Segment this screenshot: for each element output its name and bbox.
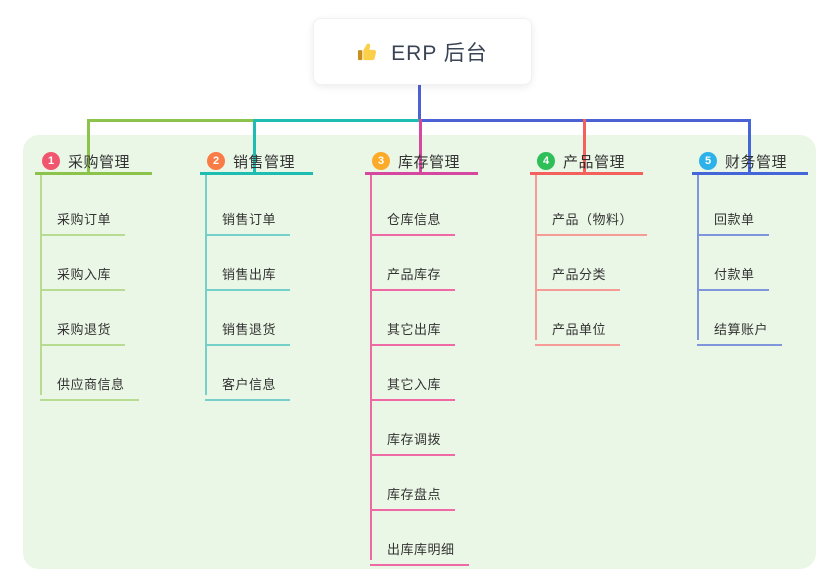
child-label: 销售退货: [222, 322, 277, 337]
child-label: 客户信息: [222, 377, 277, 392]
branch-descender: [697, 175, 699, 340]
branch-underline: [692, 172, 808, 175]
child-item[interactable]: 其它出库: [370, 313, 456, 346]
child-label: 产品（物料）: [552, 212, 634, 227]
branch-header[interactable]: 5 财务管理: [699, 150, 787, 172]
child-item[interactable]: 产品单位: [535, 313, 621, 346]
child-label: 仓库信息: [387, 212, 442, 227]
child-label: 销售出库: [222, 267, 277, 282]
child-label: 其它出库: [387, 322, 442, 337]
root-node[interactable]: ERP 后台: [313, 18, 532, 85]
child-label: 采购入库: [57, 267, 112, 282]
bus-segment: [87, 119, 256, 122]
child-item[interactable]: 仓库信息: [370, 203, 456, 236]
root-connector: [418, 83, 421, 122]
branch-drop: [748, 119, 751, 174]
branch-number-badge: 4: [537, 152, 555, 170]
child-item[interactable]: 产品库存: [370, 258, 456, 291]
branch-number-badge: 1: [42, 152, 60, 170]
child-item[interactable]: 回款单: [697, 203, 769, 236]
canvas-panel: [23, 135, 816, 569]
child-item[interactable]: 销售订单: [205, 203, 291, 236]
child-label: 其它入库: [387, 377, 442, 392]
child-item[interactable]: 采购订单: [40, 203, 126, 236]
child-item[interactable]: 采购入库: [40, 258, 126, 291]
branch-header[interactable]: 4 产品管理: [537, 150, 625, 172]
child-item[interactable]: 库存调拨: [370, 423, 456, 456]
branch-number-badge: 3: [372, 152, 390, 170]
branch-descender: [205, 175, 207, 395]
thumbs-up-icon: [357, 40, 380, 63]
child-label: 库存调拨: [387, 432, 442, 447]
child-item[interactable]: 付款单: [697, 258, 769, 291]
branch-drop: [419, 119, 422, 174]
branch-label: 库存管理: [398, 153, 461, 171]
child-label: 销售订单: [222, 212, 277, 227]
child-label: 供应商信息: [57, 377, 125, 392]
child-label: 结算账户: [714, 322, 769, 337]
branch-label: 财务管理: [725, 153, 788, 171]
branch-underline: [200, 172, 313, 175]
child-label: 产品库存: [387, 267, 442, 282]
branch-number-badge: 5: [699, 152, 717, 170]
child-label: 出库库明细: [387, 542, 455, 557]
child-item[interactable]: 销售退货: [205, 313, 291, 346]
child-label: 产品单位: [552, 322, 607, 337]
child-item[interactable]: 产品分类: [535, 258, 621, 291]
branch-underline: [365, 172, 478, 175]
child-item[interactable]: 产品（物料）: [535, 203, 648, 236]
child-label: 产品分类: [552, 267, 607, 282]
branch-header[interactable]: 2 销售管理: [207, 150, 295, 172]
branch-header[interactable]: 3 库存管理: [372, 150, 460, 172]
child-label: 采购订单: [57, 212, 112, 227]
branch-underline: [35, 172, 152, 175]
child-item[interactable]: 销售出库: [205, 258, 291, 291]
child-item[interactable]: 采购退货: [40, 313, 126, 346]
branch-header[interactable]: 1 采购管理: [42, 150, 130, 172]
branch-drop: [583, 119, 586, 174]
branch-number-badge: 2: [207, 152, 225, 170]
branch-label: 产品管理: [563, 153, 626, 171]
child-label: 回款单: [714, 212, 755, 227]
root-title: ERP 后台: [391, 41, 488, 65]
child-item[interactable]: 结算账户: [697, 313, 783, 346]
bus-segment: [253, 119, 422, 122]
child-item[interactable]: 出库库明细: [370, 533, 469, 566]
child-item[interactable]: 库存盘点: [370, 478, 456, 511]
branch-label: 采购管理: [68, 153, 131, 171]
branch-descender: [40, 175, 42, 395]
child-item[interactable]: 供应商信息: [40, 368, 139, 401]
branch-drop: [253, 119, 256, 174]
branch-descender: [370, 175, 372, 560]
child-label: 库存盘点: [387, 487, 442, 502]
branch-drop: [87, 119, 90, 174]
branch-descender: [535, 175, 537, 340]
branch-label: 销售管理: [233, 153, 296, 171]
child-item[interactable]: 其它入库: [370, 368, 456, 401]
child-label: 付款单: [714, 267, 755, 282]
branch-underline: [530, 172, 643, 175]
child-label: 采购退货: [57, 322, 112, 337]
child-item[interactable]: 客户信息: [205, 368, 291, 401]
